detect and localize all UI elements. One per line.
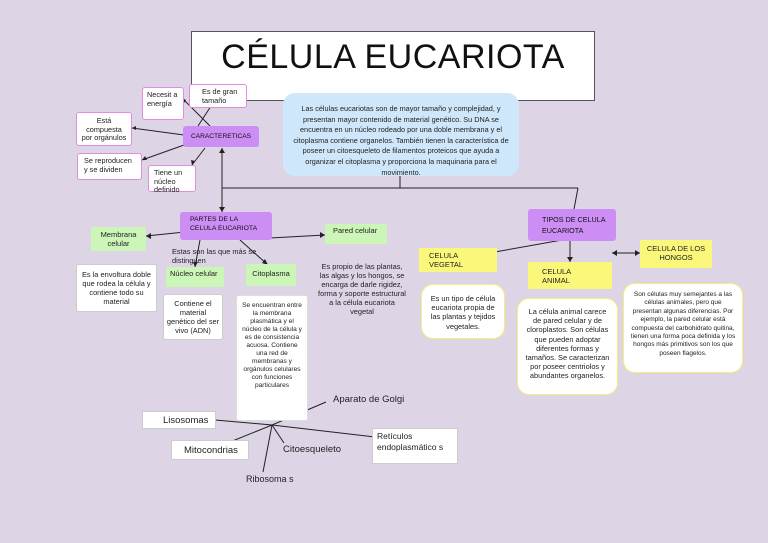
hongos-desc: Son células muy semejantes a las células… [623,283,743,373]
partes-node: PARTES DE LA CELULA EUCARIOTA [180,212,272,240]
pared-desc: Es propio de las plantas, las algas y lo… [318,262,406,316]
energia-box: Necesit a energía [142,87,184,120]
nucleo-desc: Contiene el material genético del ser vi… [163,294,223,340]
membrana-desc: Es la envoltura doble que rodea la célul… [76,264,157,312]
vegetal-desc: Es un tipo de célula eucariota propia de… [421,284,505,339]
nucleo-definido-box: Tiene un núcleo definido [148,165,196,194]
reproducen-box: Se reproducen y se dividen [77,153,142,180]
golgi-label: Aparato de Golgi [333,394,405,405]
animal-desc: La célula animal carece de pared celular… [517,298,618,395]
nucleo-node: Núcleo celular [166,267,224,287]
reticulos-label: Retículos endoplasmático s [372,428,458,464]
intro-box: Las células eucariotas son de mayor tama… [283,93,519,177]
page-title: CÉLULA EUCARIOTA [191,31,595,101]
citoplasma-node: Citoplasma [246,264,296,286]
tamano-box: Es de gran tamaño [189,84,247,108]
citoesqueleto-label: Citoesqueleto [283,444,342,455]
animal-node: CELULA ANIMAL [528,262,612,289]
mitocondrias-label: Mitocondrias [171,440,249,460]
vegetal-node: CELULA VEGETAL [419,248,497,272]
caracteristicas-node: CARACTERETICAS [183,126,259,147]
ribosomas-label: Ribosoma s [246,474,294,484]
citoplasma-desc: Se encuentran entre la membrana plasmáti… [236,295,308,421]
hongos-node: CELULA DE LOS HONGOS [640,240,712,268]
tipos-node: TIPOS DE CELULA EUCARIOTA [528,209,616,241]
lisosomas-label: Lisosomas [142,411,216,429]
membrana-node: Membrana celular [91,227,146,251]
distinguen-text: Estas son las que más se distinguen [172,247,257,265]
pared-node: Pared celular [325,224,387,244]
organulos-box: Está compuesta por orgánulos [76,112,132,146]
